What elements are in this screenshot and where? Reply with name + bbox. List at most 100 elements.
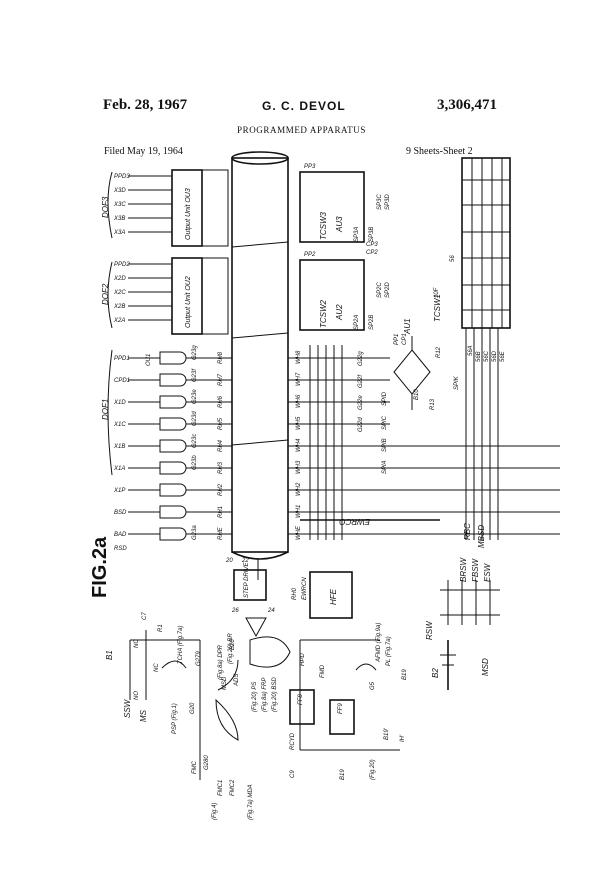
dof2-signal: X2B (113, 304, 125, 310)
rsw-label: RBC (463, 523, 472, 540)
header-patent-number: 3,306,471 (437, 97, 497, 113)
right-line-label: 56 (450, 255, 456, 262)
svg-text:NC: NC (154, 663, 160, 672)
sp-line-label: G22e (358, 395, 364, 410)
svg-text:ADS: ADS (234, 674, 240, 687)
step-drive-label: STEP DRIVE (244, 562, 250, 598)
svg-text:24: 24 (267, 608, 275, 614)
wh-label: WH5 (296, 416, 302, 430)
svg-text:B19: B19 (402, 669, 408, 680)
dof1-label: DOF1 (101, 399, 110, 420)
dof2-signal-lines (128, 263, 172, 321)
svg-text:PP3: PP3 (304, 164, 316, 170)
svg-text:SP2C: SP2C (377, 282, 383, 298)
wh-label: WH1 (296, 505, 302, 518)
wh-bus-lines (288, 345, 560, 540)
svg-text:G23f: G23f (192, 368, 198, 382)
svg-text:R12: R12 (436, 346, 442, 358)
svg-text:SP2D: SP2D (385, 282, 391, 298)
rh-label: RH4 (218, 439, 224, 452)
hfe-label: HFE (329, 588, 338, 605)
svg-text:TCHA (Fig.7a): TCHA (Fig.7a) (178, 626, 184, 664)
svg-text:AFMD (Fig.9a): AFMD (Fig.9a) (376, 623, 382, 663)
dof3-signal: X3C (113, 202, 126, 208)
rh-label: RH3 (218, 461, 224, 474)
ewrcn-label: EWRCN (302, 577, 308, 600)
rsw-label: MBSD (477, 525, 486, 548)
svg-text:(Fig.20): (Fig.20) (370, 759, 376, 780)
svg-text:PP1: PP1 (394, 334, 400, 345)
svg-text:FMC: FMC (192, 760, 198, 774)
svg-text:B19: B19 (340, 769, 346, 780)
ewrco-label: EWRCO (339, 517, 370, 526)
rho-label: RH0 (292, 587, 298, 600)
wh-label: WHE (296, 525, 302, 540)
svg-text:(Fig.20) BSD: (Fig.20) BSD (272, 677, 278, 712)
wh-label: WH2 (296, 482, 302, 496)
dof1-signal: X1B (113, 444, 125, 450)
rh-label: RH2 (218, 483, 224, 496)
rsw-switch-group (440, 580, 500, 690)
bcd-signal: RSD (114, 546, 127, 552)
svg-text:MSD: MSD (222, 676, 228, 690)
svg-text:SP2A: SP2A (354, 315, 360, 330)
sp-line-label: G22f (358, 374, 364, 388)
dof2-label: DOF2 (101, 283, 110, 305)
dof1-gate-rows (128, 351, 232, 541)
dof1-signal: PPD1 (114, 356, 130, 362)
svg-text:G5: G5 (370, 681, 376, 690)
header-date: Feb. 28, 1967 (103, 97, 188, 113)
header-title: PROGRAMMED APPARATUS (237, 125, 366, 135)
rh-label: RH7 (218, 373, 224, 386)
svg-text:R13: R13 (430, 398, 436, 410)
svg-text:AU2: AU2 (335, 304, 344, 321)
svg-text:20: 20 (225, 558, 233, 564)
svg-text:G279: G279 (196, 651, 202, 666)
dof3-signal: PPD3 (114, 174, 130, 180)
sp-line-label: SPID (382, 391, 388, 406)
rh-label: RH1 (218, 506, 224, 518)
bcd-signal: BAD (114, 532, 127, 538)
rsw-label: FBSW (471, 557, 480, 582)
hatched-switch-panel (461, 157, 511, 540)
dof1-signal: X1A (113, 466, 125, 472)
svg-text:G23g: G23g (192, 345, 198, 360)
svg-text:(Fig.4): (Fig.4) (212, 803, 218, 820)
svg-text:TCSW2: TCSW2 (319, 299, 328, 328)
au3-block: TCSW3 AU3 SP3A SP3B SP3C SP3D PP3 CP3 (299, 164, 391, 248)
svg-text:SSW: SSW (123, 698, 132, 718)
ff9-label: FF9 (338, 703, 344, 714)
svg-text:FMC2: FMC2 (230, 779, 236, 796)
step-drive-box (233, 569, 267, 601)
sp-line-label: SPIC (382, 415, 388, 430)
hfe-box (309, 571, 353, 619)
svg-text:NO: NO (134, 691, 140, 700)
rsw-label: B2 (431, 668, 440, 678)
filed-date: Filed May 19, 1964 (104, 146, 183, 157)
svg-text:TCSW3: TCSW3 (319, 211, 328, 240)
svg-text:SP2B: SP2B (369, 315, 375, 330)
lower-circuit (129, 630, 400, 780)
dof2-signal: X2A (113, 318, 125, 324)
svg-text:(Fig.20) PS: (Fig.20) PS (252, 682, 258, 712)
svg-text:AU1: AU1 (403, 318, 412, 335)
output-unit-ou2-label: Output Unit OU2 (185, 276, 192, 328)
svg-text:C7: C7 (142, 612, 148, 620)
dof2-signal: X2C (113, 290, 126, 296)
dof3-signal: X3D (113, 188, 126, 194)
svg-text:PL (Fig.7a): PL (Fig.7a) (386, 636, 392, 666)
svg-text:26: 26 (231, 608, 239, 614)
svg-text:RCYD: RCYD (290, 732, 296, 750)
svg-text:B20: B20 (230, 639, 236, 650)
ff8-label: FF8 (298, 694, 304, 705)
dof2-signal: PPD2 (114, 262, 130, 268)
output-unit-ou3-label: Output Unit OU3 (185, 188, 192, 240)
header-inventor: G. C. DEVOL (262, 99, 346, 113)
dof1-signal: X1C (113, 422, 126, 428)
rsw-label: BRSW (459, 557, 468, 582)
wh-label: WH3 (296, 460, 302, 474)
svg-text:CP2: CP2 (366, 250, 378, 256)
rsw-label: RSW (425, 620, 434, 640)
svg-text:G23d: G23d (192, 411, 198, 426)
rh-label: RH5 (218, 417, 224, 430)
